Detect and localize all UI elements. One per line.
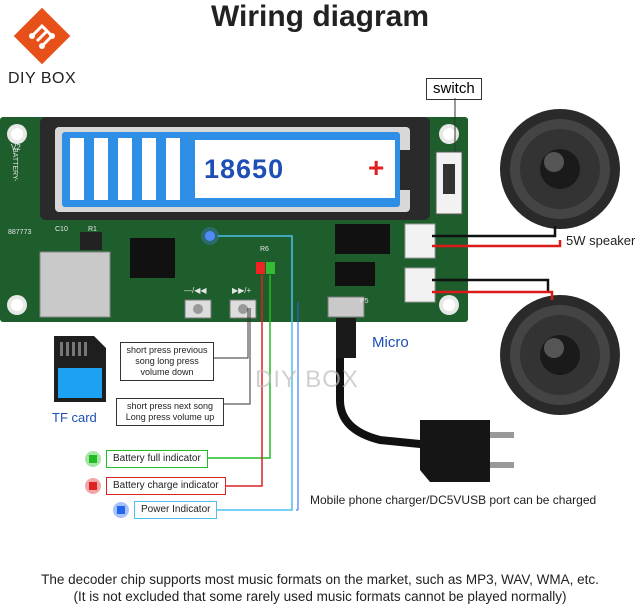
switch-label: switch: [426, 78, 482, 100]
indicator-charge-icon: [84, 477, 102, 500]
silk-r1: R1: [88, 226, 97, 233]
silk-r6: R6: [260, 246, 269, 253]
speaker-top-icon: [500, 109, 620, 229]
watermark-text: DIY BOX: [255, 366, 359, 393]
speaker-bottom-icon: [500, 295, 620, 415]
footer-line-1: The decoder chip supports most music for…: [41, 572, 599, 587]
battery-label: 18650: [204, 154, 285, 184]
tf-card-icon: [54, 336, 106, 402]
next-button-note: short press next song Long press volume …: [116, 398, 224, 426]
silk-v2: V2: [11, 143, 21, 152]
footer-line-2: (It is not excluded that some rarely use…: [73, 589, 567, 604]
indicator-power-label: Power Indicator: [134, 501, 218, 519]
page-title: Wiring diagram: [210, 0, 430, 33]
silk-p5: P5: [360, 298, 369, 305]
indicator-full-label: Battery full indicator: [106, 450, 208, 468]
diy-box-logo-icon: [13, 7, 71, 65]
micro-label: Micro: [372, 334, 409, 351]
switch-leader: [454, 98, 456, 152]
speaker-label: 5W speaker: [566, 233, 636, 248]
pcb-board: [0, 117, 468, 322]
indicator-full-icon: [84, 450, 102, 473]
tf-card-label: TF card: [52, 410, 97, 425]
button-next-glyph: ▶▶/+: [232, 286, 252, 295]
charger-note: Mobile phone charger/DC5VUSB port can be…: [310, 493, 597, 507]
brand-name: DIY BOX: [8, 70, 77, 87]
indicator-power-icon: [112, 501, 130, 524]
prev-button-note: short press previous song long press vol…: [120, 342, 214, 381]
silk-c10: C10: [55, 226, 68, 233]
battery-plus-sign: +: [368, 152, 385, 183]
button-prev-glyph: —/◀◀: [184, 286, 207, 295]
indicator-charge-label: Battery charge indicator: [106, 477, 226, 495]
silk-id: 887773: [8, 229, 32, 236]
